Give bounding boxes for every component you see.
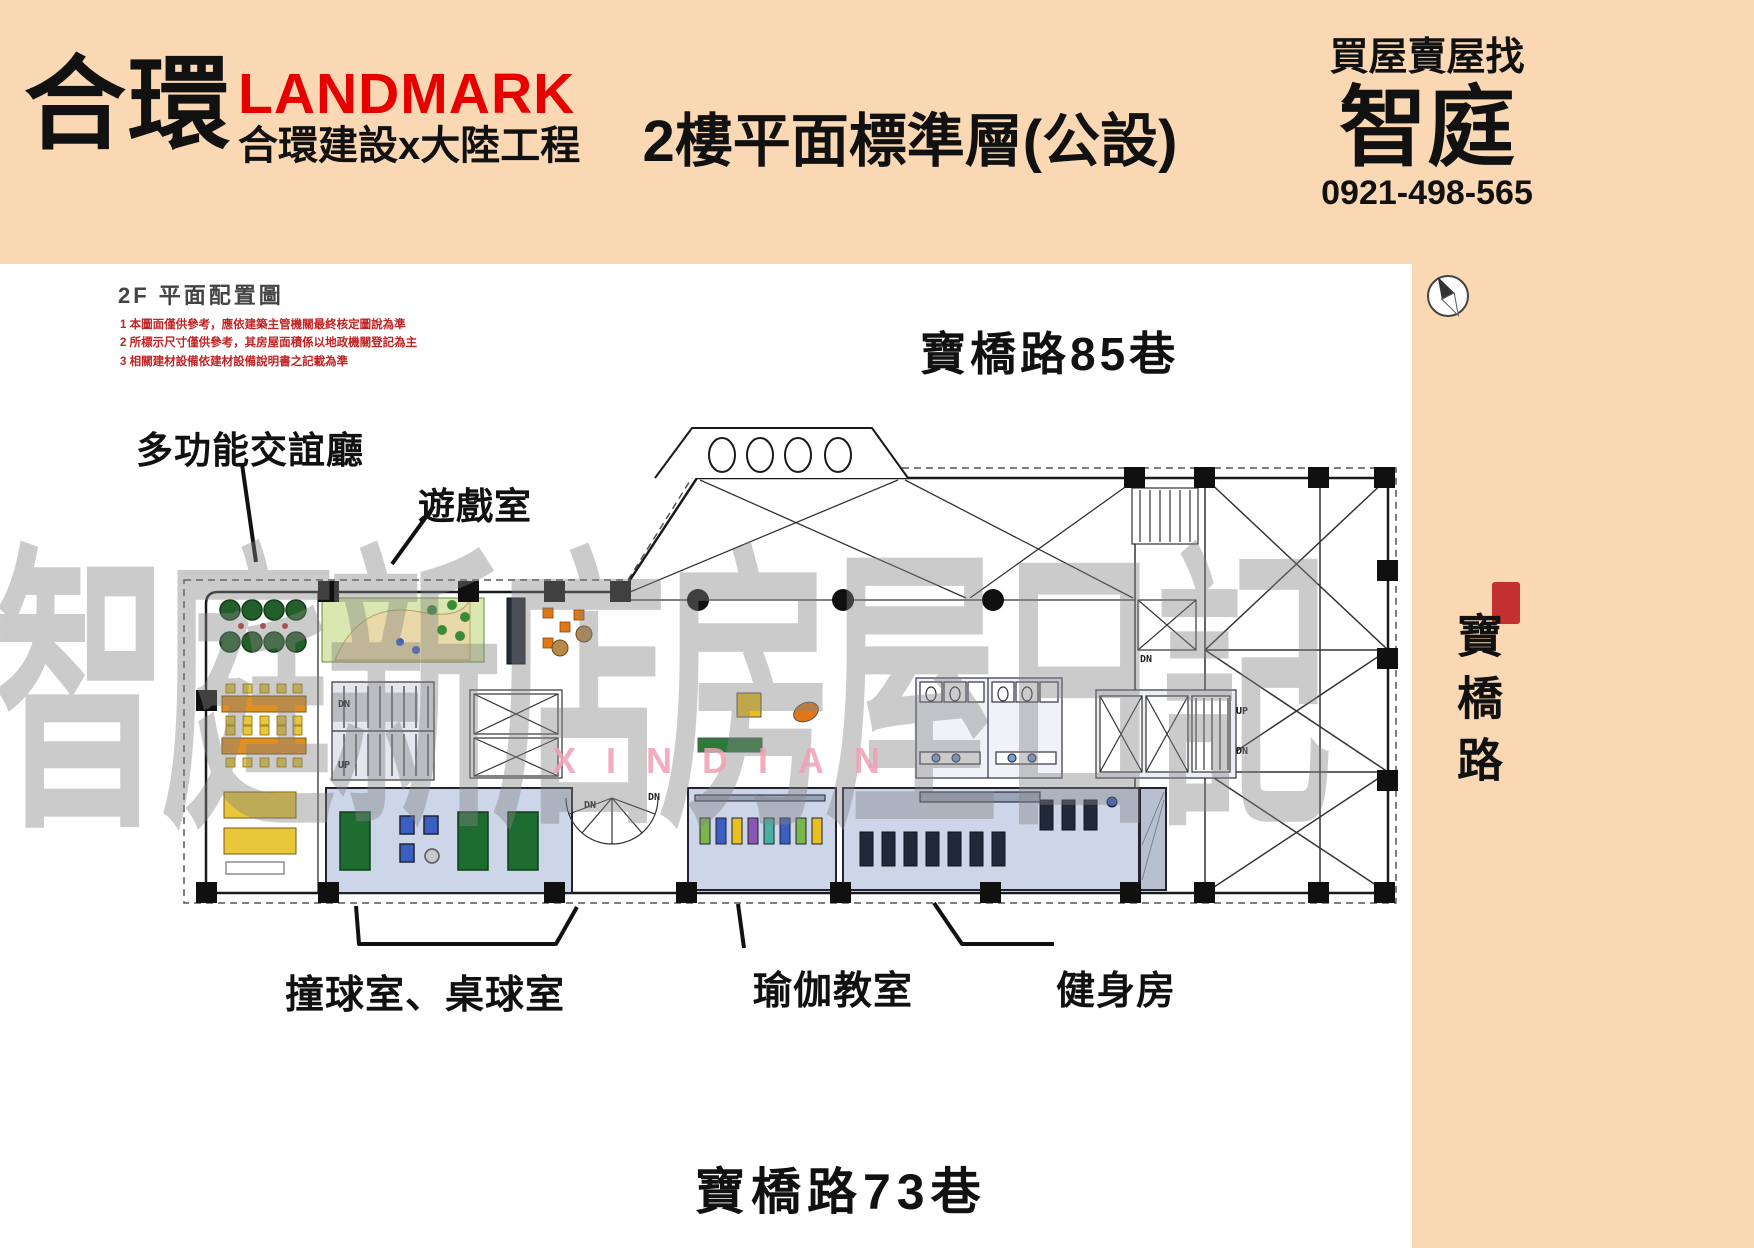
project-name: LANDMARK: [238, 62, 576, 126]
agent-phone: 0921-498-565: [1321, 174, 1533, 213]
plan-area-background: [0, 264, 1412, 1248]
builder-partnership: 合環建設x大陸工程: [238, 124, 581, 168]
street-label-right: 寶橋路: [1451, 612, 1503, 798]
builder-name: 合環: [24, 48, 232, 162]
agent-name: 智庭: [1338, 78, 1515, 177]
agent-tagline: 買屋賣屋找: [1329, 36, 1525, 79]
builder-brand-column: LANDMARK 合環建設x大陸工程: [238, 66, 580, 169]
builder-brand: 合環 LANDMARK 合環建設x大陸工程: [24, 48, 580, 169]
watermark-seal-icon: [1492, 582, 1520, 624]
agent-contact-block: 買屋賣屋找 智庭 0921-498-565: [1296, 26, 1558, 213]
compass-icon: [1427, 275, 1469, 317]
page-title: 2樓平面標準層(公設): [642, 109, 1178, 174]
